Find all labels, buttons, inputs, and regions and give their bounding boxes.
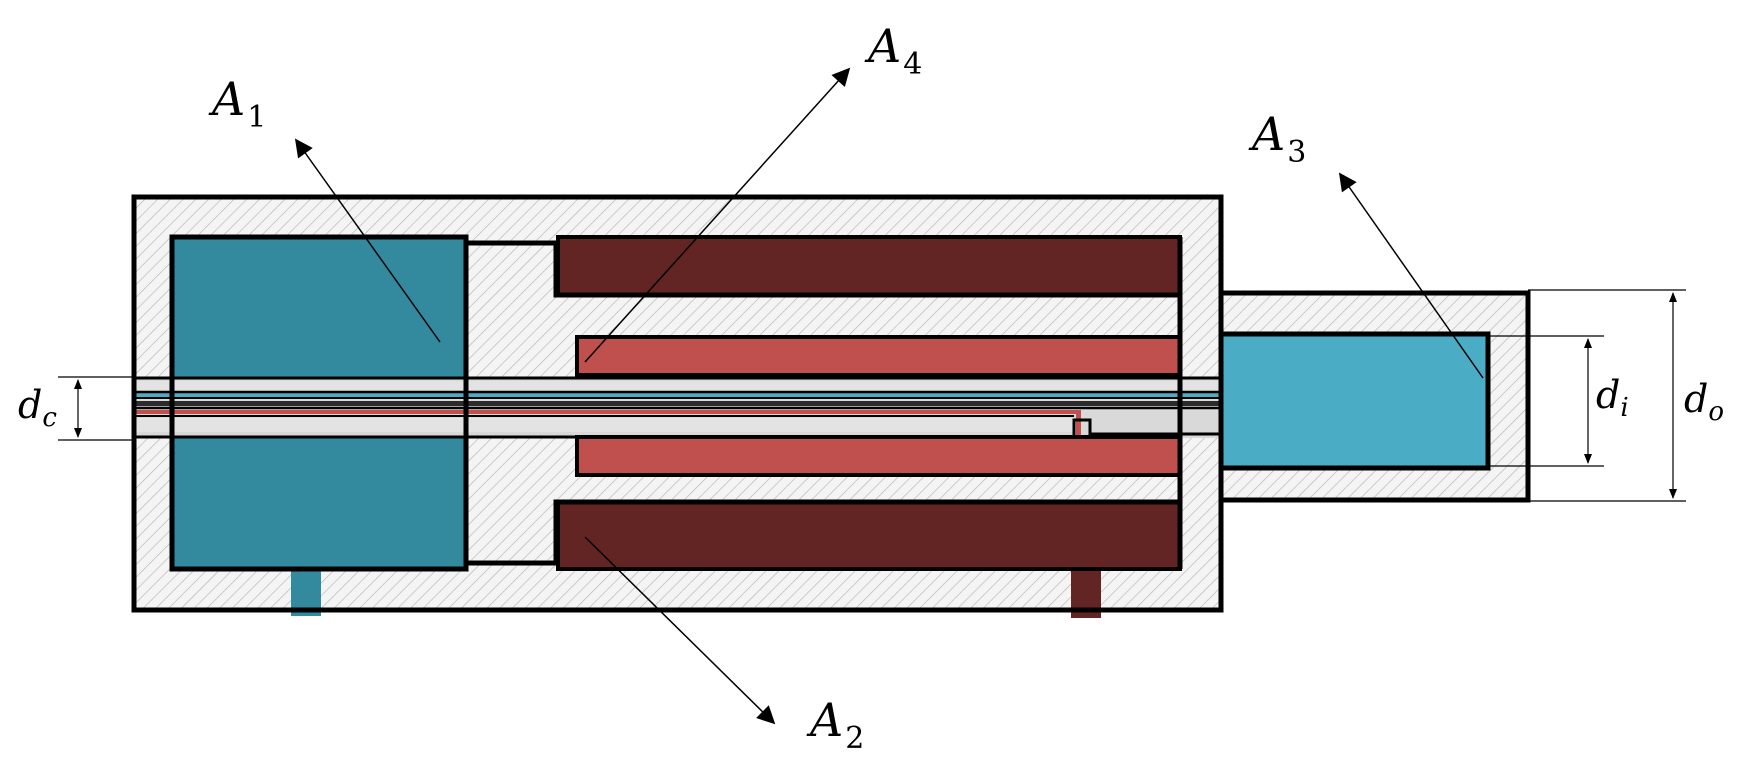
leader-a1	[294, 138, 441, 343]
leader-a2	[584, 536, 776, 725]
label-do: do	[1684, 377, 1724, 427]
tube-red-line	[134, 410, 1079, 414]
dimension-do	[1528, 289, 1686, 502]
label-a4: A4	[864, 19, 922, 82]
tube-bottom	[134, 418, 1074, 432]
chamber-a3	[1221, 334, 1488, 468]
tube-top	[134, 381, 1221, 391]
outlines	[131, 194, 1531, 613]
dimension-dc	[58, 376, 134, 441]
tube-dark-line	[134, 401, 1221, 406]
chamber-a2-lower	[558, 502, 1180, 569]
label-a2: A2	[806, 693, 864, 756]
annulus-a4-upper	[577, 337, 1180, 375]
label-dc: dc	[18, 383, 57, 433]
leader-a4	[584, 67, 851, 363]
label-a3: A3	[1248, 107, 1306, 170]
leader-a3	[1338, 172, 1484, 379]
label-di: di	[1596, 373, 1629, 423]
label-a1: A1	[208, 72, 266, 135]
chamber-a2-upper	[558, 237, 1180, 295]
tube-red-riser	[1076, 410, 1081, 440]
dimension-di	[1488, 335, 1604, 467]
tube-blue-line	[134, 393, 1221, 397]
annulus-a4-lower	[577, 437, 1180, 475]
tube-end-block	[1090, 406, 1220, 434]
